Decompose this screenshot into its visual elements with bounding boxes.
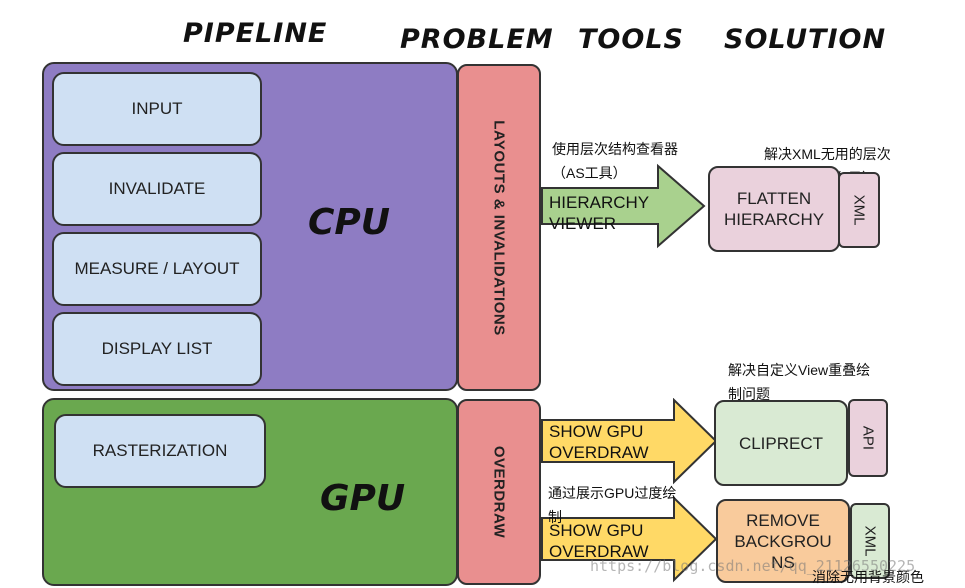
- hierarchy-viewer-line2: VIEWER: [549, 214, 617, 233]
- cliprect-box: CLIPRECT: [714, 400, 848, 486]
- remove-line3: NS: [771, 552, 795, 572]
- solution-header: SOLUTION: [724, 24, 887, 55]
- hierarchy-viewer-line1: HIERARCHY: [549, 193, 650, 212]
- cpu-label: CPU: [308, 202, 391, 243]
- gpu-overdraw-1-line1: SHOW GPU: [549, 422, 644, 441]
- remove-xml-tag: XML: [850, 503, 890, 579]
- problem-layouts-invalidations: LAYOUTS & INVALIDATIONS: [457, 64, 541, 391]
- hierarchy-viewer-note1: 使用层次结构查看器: [552, 141, 678, 157]
- hierarchy-viewer-label: HIERARCHY VIEWER: [549, 192, 649, 234]
- remove-line2: BACKGROU: [734, 531, 832, 551]
- flatten-hierarchy-box: FLATTEN HIERARCHY: [708, 166, 840, 252]
- flatten-line2: HIERARCHY: [723, 210, 825, 229]
- gpu-overdraw-label-1: SHOW GPU OVERDRAW: [549, 421, 649, 463]
- gpu-overdraw-note2: 制: [548, 509, 562, 525]
- remove-line1: REMOVE: [746, 510, 820, 530]
- cpu-panel: INPUT INVALIDATE MEASURE / LAYOUT DISPLA…: [42, 62, 458, 391]
- gpu-panel: RASTERIZATION GPU: [42, 398, 458, 586]
- gpu-overdraw-label-2: SHOW GPU OVERDRAW: [549, 520, 649, 562]
- flatten-note1: 解决XML无用的层次: [764, 146, 891, 162]
- watermark: https://blog.csdn.net/qq_21126550225: [590, 557, 916, 575]
- cliprect-api-tag: API: [848, 399, 888, 477]
- cliprect-note: 解决自定义View重叠绘 制问题: [728, 358, 870, 406]
- flatten-xml-tag: XML: [838, 172, 880, 248]
- hierarchy-viewer-note: 使用层次结构查看器 （AS工具）: [552, 137, 678, 185]
- gpu-overdraw-2-line1: SHOW GPU: [549, 521, 644, 540]
- stage-rasterization: RASTERIZATION: [54, 414, 266, 488]
- flatten-line1: FLATTEN: [736, 189, 812, 208]
- stage-input: INPUT: [52, 72, 262, 146]
- cliprect-api-label: API: [859, 425, 877, 451]
- problem-layouts-label: LAYOUTS & INVALIDATIONS: [490, 119, 508, 336]
- cliprect-note2: 制问题: [728, 386, 770, 402]
- hierarchy-viewer-arrow: [541, 163, 706, 249]
- stage-invalidate: INVALIDATE: [52, 152, 262, 226]
- gpu-label: GPU: [320, 478, 406, 519]
- hierarchy-viewer-note2: （AS工具）: [552, 165, 627, 181]
- problem-overdraw-label: OVERDRAW: [490, 445, 508, 539]
- remove-backgrounds-box: REMOVE BACKGROU NS: [716, 499, 850, 583]
- remove-xml-label: XML: [861, 525, 879, 557]
- flatten-xml-label: XML: [850, 194, 868, 226]
- cliprect-note1: 解决自定义View重叠绘: [728, 362, 871, 378]
- problem-header: PROBLEM: [400, 24, 554, 55]
- problem-overdraw: OVERDRAW: [457, 399, 541, 585]
- remove-note: 消除无用背景颜色: [812, 569, 924, 585]
- gpu-overdraw-1-line2: OVERDRAW: [549, 443, 649, 462]
- cliprect-line1: CLIPRECT: [738, 433, 824, 453]
- tools-header: TOOLS: [578, 24, 684, 55]
- gpu-overdraw-arrow-2: [541, 496, 718, 583]
- gpu-overdraw-2-line2: OVERDRAW: [549, 542, 649, 561]
- stage-measure-layout: MEASURE / LAYOUT: [52, 232, 262, 306]
- pipeline-header: PIPELINE: [183, 18, 328, 49]
- gpu-overdraw-note: 通过展示GPU过度绘 制: [548, 481, 676, 529]
- gpu-overdraw-note1: 通过展示GPU过度绘: [548, 485, 677, 501]
- stage-display-list: DISPLAY LIST: [52, 312, 262, 386]
- gpu-overdraw-arrow-1: [541, 398, 718, 485]
